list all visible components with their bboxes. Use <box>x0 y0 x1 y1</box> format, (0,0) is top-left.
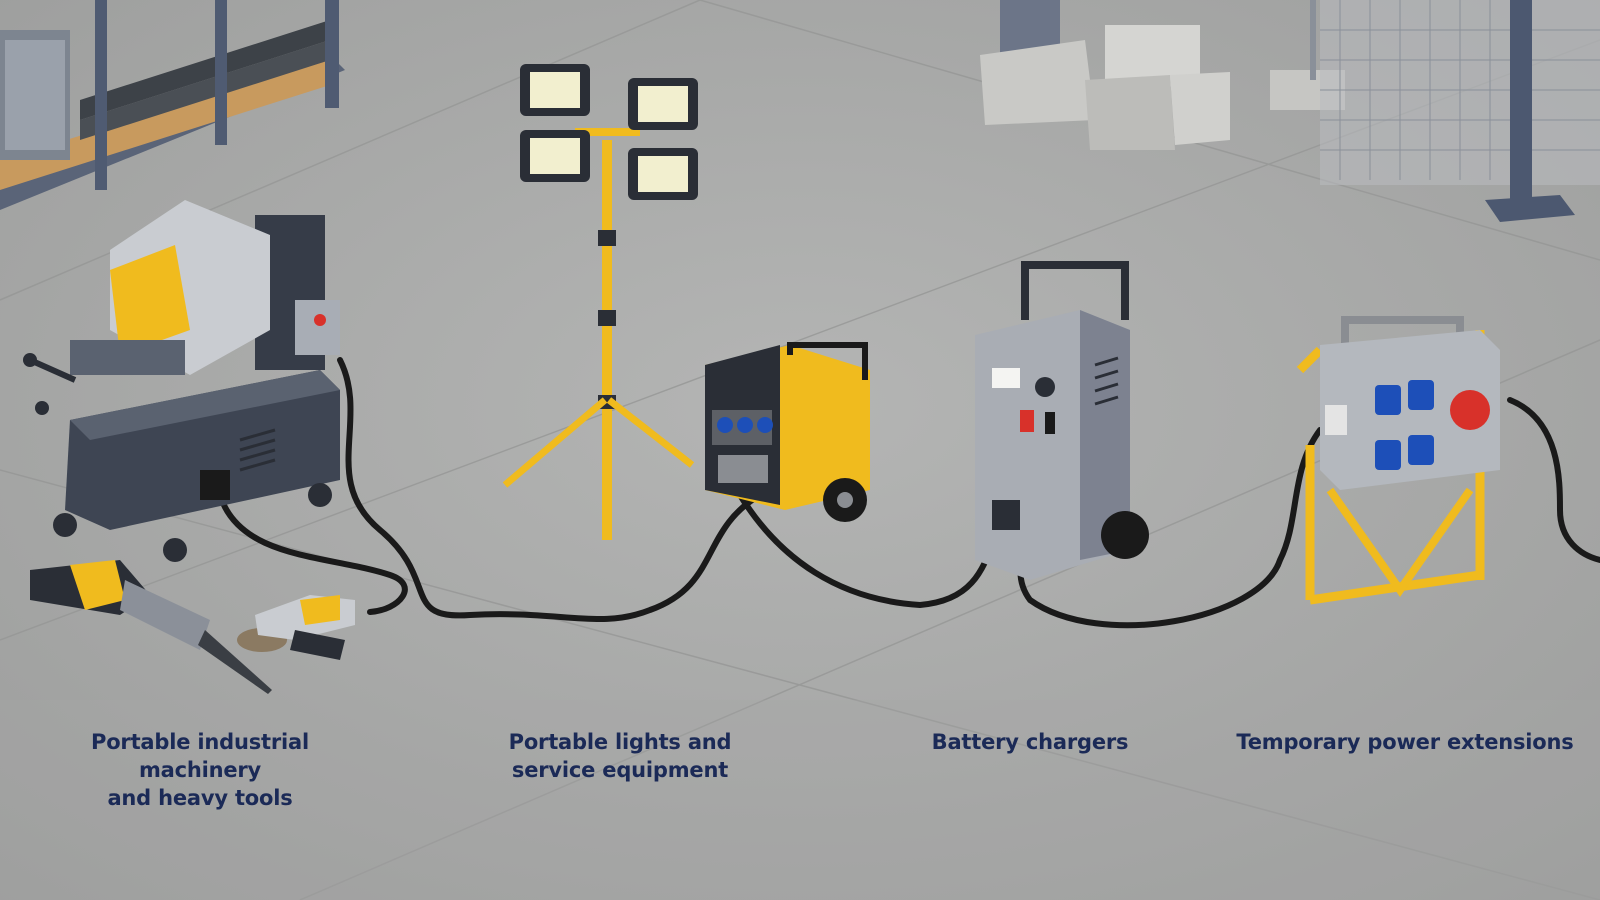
caption-battery-chargers: Battery chargers <box>890 728 1170 756</box>
caption-line: Portable industrial machinery <box>91 730 309 782</box>
caption-line: Temporary power extensions <box>1236 730 1574 754</box>
caption-line: service equipment <box>511 758 729 782</box>
caption-line: and heavy tools <box>107 786 293 810</box>
caption-line: Portable lights and <box>508 730 732 754</box>
angle-grinder <box>237 595 355 660</box>
caption-line: Battery chargers <box>931 730 1129 754</box>
demolition-hammer <box>30 560 272 694</box>
power-generator <box>705 342 870 522</box>
concrete-blocks <box>980 0 1230 150</box>
power-distribution-box <box>1296 316 1500 605</box>
caption-portable-lights: Portable lights and service equipment <box>470 728 770 784</box>
storage-shelf <box>0 0 345 210</box>
caption-portable-machinery: Portable industrial machinery and heavy … <box>30 728 370 812</box>
battery-charger <box>975 261 1149 580</box>
caption-temporary-power: Temporary power extensions <box>1220 728 1590 756</box>
security-fence <box>1270 0 1600 222</box>
tripod-work-light <box>502 64 698 540</box>
caption-band <box>0 700 1600 900</box>
metal-cutting-saw <box>23 200 340 562</box>
